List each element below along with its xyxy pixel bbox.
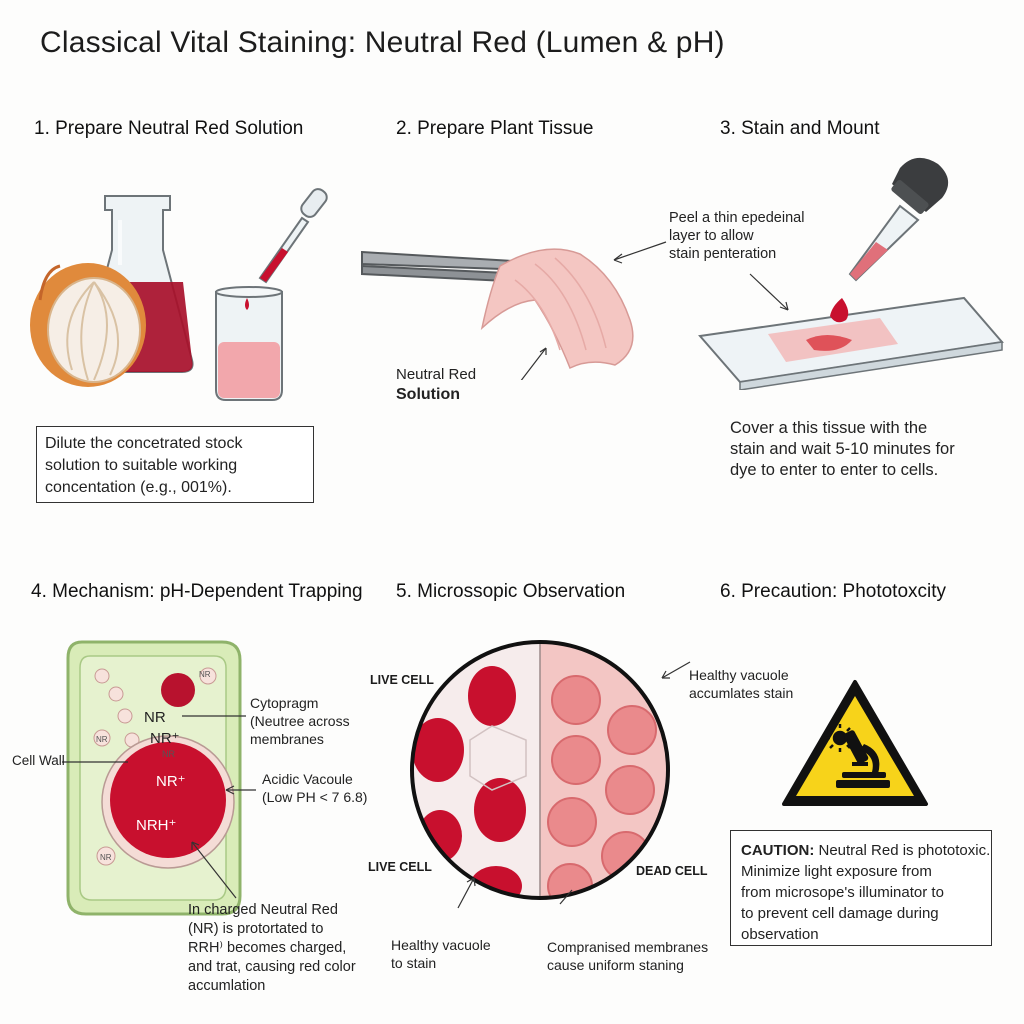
vacuole-nr-plus-label: NR⁺ [156,773,186,790]
section-2-heading: 2. Prepare Plant Tissue [396,118,594,139]
cytoplasm-note-line: (Neutree across [250,713,350,729]
section-3-illustration [613,157,1004,390]
microscope-icon [836,730,890,788]
caution-label: CAUTION: [741,842,815,859]
caution-line: from microsope's illuminator to [741,884,944,901]
live-cell-bottom-label: LIVE CELL [368,860,432,874]
dropper-icon [258,188,328,284]
section-1-note-line: concentation (e.g., 001%). [45,479,232,496]
tissue-peel-icon [480,248,634,370]
small-nr-label: NR [199,670,211,679]
mechanism-note-line: and trat, causing red color [188,959,356,975]
beaker-icon [215,286,283,401]
peel-note: Peel a thin epedeinal layer to allow sta… [669,209,804,263]
solution-label: Solution [396,386,460,403]
microscope-slide-icon [698,296,1004,390]
small-nr-label: NR [100,853,112,862]
section-1-note-box: Dilute the concetrated stock solution to… [36,426,314,503]
peel-note-line: Peel a thin epedeinal [669,210,805,226]
compromised-note-line: Compranised membranes [547,939,709,955]
vacuole-note-line: (Low PH < 7 6.8) [262,789,368,805]
mechanism-note-line: accumlation [188,978,266,994]
healthy-vacuole-bottom-line: to stain [391,955,437,971]
compromised-note: Compranised membranes cause uniform stan… [547,938,708,974]
section-5-illustration [410,640,691,909]
cover-note-line: Cover a this tissue with the [730,419,928,437]
cover-note: Cover a this tissue with the stain and w… [730,418,955,481]
nr-plus-label: NR⁺ [150,730,180,747]
caution-box: CAUTION: Neutral Red is phototoxic. Mini… [730,830,992,946]
onion-icon [30,263,146,387]
mechanism-note-line: RRH⁾ becomes charged, [188,940,347,956]
section-3-heading: 3. Stain and Mount [720,118,880,139]
healthy-vacuole-top-line: accumlates stain [689,685,794,701]
section-1-illustration [30,188,328,401]
cytoplasm-note-line: Cytopragm [250,695,319,711]
live-cell-top-label: LIVE CELL [370,673,434,687]
section-4-illustration [62,640,256,916]
mechanism-note: In charged Neutral Red (NR) is protortat… [188,901,356,996]
light-icon [826,724,854,752]
warning-sign-icon [782,680,928,806]
cell-wall-label: Cell Wall [12,753,65,768]
mechanism-note-line: In charged Neutral Red [188,902,338,918]
healthy-vacuole-bottom-line: Healthy vacuole [391,937,491,953]
healthy-vacuole-top-line: Healthy vacuole [689,667,789,683]
vacuole-note-line: Acidic Vacoule [262,771,353,787]
section-1-heading: 1. Prepare Neutral Red Solution [34,118,304,139]
small-nr-label: NR [96,735,108,744]
healthy-vacuole-bottom-note: Healthy vacuole to stain [391,936,491,972]
caution-first-line: CAUTION: Neutral Red is phototoxic. [741,840,991,861]
section-5-heading: 5. Microssopic Observation [396,581,626,602]
peel-note-line: layer to allow [669,228,754,244]
vacuole-note: Acidic Vacoule (Low PH < 7 6.8) [262,770,367,806]
nr-label: NR [144,709,166,726]
compromised-note-line: cause uniform staning [547,957,684,973]
section-2-illustration [361,248,634,380]
peel-note-line: stain penteration [669,246,777,262]
small-nr-label: NR [162,749,175,759]
section-1-note-line: solution to suitable working [45,457,238,474]
caution-line: observation [741,926,819,943]
healthy-vacuole-top-note: Healthy vacuole accumlates stain [689,666,793,702]
plant-cell-icon [66,640,242,916]
section-1-note-line: Dilute the concetrated stock [45,435,243,452]
vacuole-nrh-plus-label: NRH⁺ [136,817,177,834]
page-title: Classical Vital Staining: Neutral Red (L… [40,26,725,59]
caution-first-text: Neutral Red is phototoxic. [818,842,991,859]
cover-note-line: stain and wait 5-10 minutes for [730,440,955,458]
dead-cell-label: DEAD CELL [636,864,708,878]
cytoplasm-note: Cytopragm (Neutree across membranes [250,694,350,748]
caution-line: Minimize light exposure from [741,863,932,880]
dropper-icon [830,157,949,323]
neutral-red-label: Neutral Red [396,366,477,383]
section-6-heading: 6. Precaution: Phototoxcity [720,581,947,602]
cover-note-line: dye to enter to enter to cells. [730,461,939,479]
caution-line: to prevent cell damage during [741,905,939,922]
mechanism-note-line: (NR) is protortated to [188,921,324,937]
cytoplasm-note-line: membranes [250,731,324,747]
section-4-heading: 4. Mechanism: pH-Dependent Trapping [31,581,363,602]
